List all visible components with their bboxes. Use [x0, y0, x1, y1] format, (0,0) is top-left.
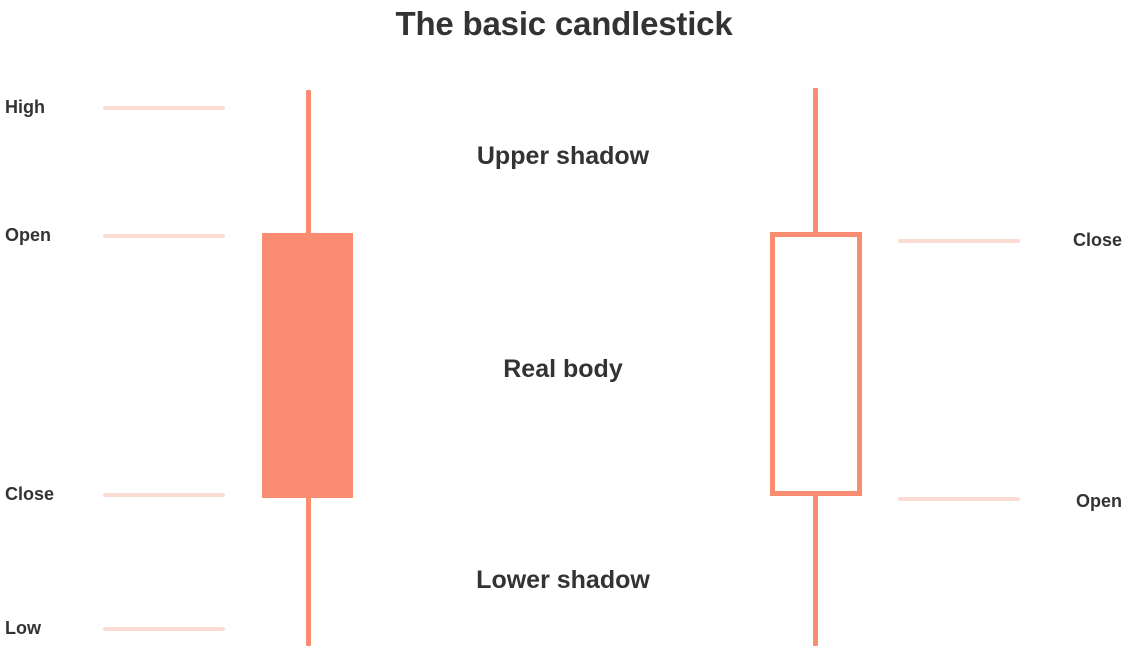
right-axis-label-open: Open	[1075, 491, 1122, 511]
bullish-candle-body	[770, 232, 862, 496]
left-axis-label-open: Open	[5, 225, 52, 245]
left-axis-label-close: Close	[5, 484, 55, 504]
annotation-lower-shadow: Lower shadow	[476, 566, 650, 594]
bearish-candle-body	[262, 233, 353, 498]
left-axis-label-low: Low	[5, 618, 41, 638]
right-level-line-close	[898, 239, 1020, 243]
left-level-line-high	[103, 106, 225, 110]
annotation-real-body: Real body	[503, 355, 623, 383]
left-level-line-close	[103, 493, 225, 497]
left-axis-label-high: High	[5, 97, 45, 117]
page-title: The basic candlestick	[395, 5, 733, 42]
annotation-upper-shadow: Upper shadow	[476, 142, 650, 170]
left-level-line-low	[103, 627, 225, 631]
right-level-line-open	[898, 497, 1020, 501]
left-level-line-open	[103, 234, 225, 238]
right-axis-label-close: Close	[1072, 230, 1122, 250]
